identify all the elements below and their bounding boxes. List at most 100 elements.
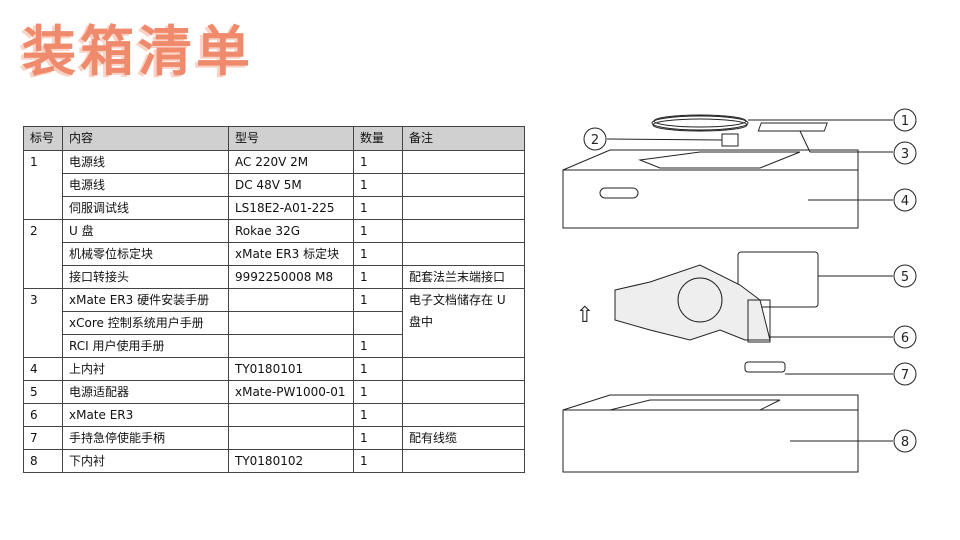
cell-qty: 1 xyxy=(353,449,403,473)
table-row: RCI 用户使用手册 1 xyxy=(24,334,525,358)
cell-model: xMate ER3 标定块 xyxy=(228,242,354,266)
table-header-row: 标号 内容 型号 数量 备注 xyxy=(23,126,525,151)
cell-qty: 1 xyxy=(353,288,403,312)
header-content: 内容 xyxy=(62,126,229,151)
cell-no: 8 xyxy=(23,449,63,473)
cell-qty: 1 xyxy=(353,426,403,450)
manual-sheet xyxy=(757,122,828,132)
cell-note xyxy=(402,242,525,266)
cell-qty: 1 xyxy=(353,334,403,358)
callout-3: 3 xyxy=(901,147,909,162)
cell-note: 配有线缆 xyxy=(402,426,525,450)
cell-content: 接口转接头 xyxy=(62,265,229,289)
cell-note xyxy=(402,380,525,404)
cell-content: 机械零位标定块 xyxy=(62,242,229,266)
cell-model: TY0180102 xyxy=(228,449,354,473)
callout-5: 5 xyxy=(901,270,909,285)
cell-model: Rokae 32G xyxy=(228,219,354,243)
callout-4: 4 xyxy=(901,194,909,209)
cell-model xyxy=(228,403,354,427)
cell-no: 6 xyxy=(23,403,63,427)
cell-model: AC 220V 2M xyxy=(228,150,354,174)
cell-content: 电源线 xyxy=(62,173,229,197)
callout-6: 6 xyxy=(901,331,909,346)
cell-note xyxy=(402,219,525,243)
robot-arm xyxy=(614,251,819,373)
cell-model: LS18E2-A01-225 xyxy=(228,196,354,220)
callout-7: 7 xyxy=(901,368,909,383)
cell-content: 电源适配器 xyxy=(62,380,229,404)
cell-qty: 1 xyxy=(353,357,403,381)
header-qty: 数量 xyxy=(353,126,403,151)
cell-content: 上内衬 xyxy=(62,357,229,381)
cell-content: 电源线 xyxy=(62,150,229,174)
cell-content: U 盘 xyxy=(62,219,229,243)
cell-content: xMate ER3 xyxy=(62,403,229,427)
callout-2: 2 xyxy=(591,133,599,148)
cell-no: 4 xyxy=(23,357,63,381)
cell-qty: 1 xyxy=(353,150,403,174)
cell-model xyxy=(228,288,354,312)
cell-note: 配套法兰末端接口 xyxy=(402,265,525,289)
cell-note xyxy=(402,357,525,381)
cell-no: 5 xyxy=(23,380,63,404)
callout-circles xyxy=(583,108,917,453)
cell-qty: 1 xyxy=(353,403,403,427)
cell-model xyxy=(228,426,354,450)
cell-model: TY0180101 xyxy=(228,357,354,381)
leader-lines xyxy=(606,119,893,442)
cable-coil xyxy=(651,114,749,132)
cell-content: 手持急停使能手柄 xyxy=(62,426,229,450)
upper-liner xyxy=(562,149,859,229)
cell-content: xCore 控制系统用户手册 xyxy=(62,311,229,335)
cell-qty: 1 xyxy=(353,265,403,289)
cell-content: xMate ER3 硬件安装手册 xyxy=(62,288,229,312)
cell-no: 2 xyxy=(23,219,63,289)
packing-diagram: 1 2 3 4 5 6 7 8 ⇧ xyxy=(562,108,917,473)
cell-qty: 1 xyxy=(353,196,403,220)
header-note: 备注 xyxy=(402,126,525,151)
cell-qty: 1 xyxy=(353,380,403,404)
cell-qty: 1 xyxy=(353,219,403,243)
cell-qty: 1 xyxy=(353,242,403,266)
callout-8: 8 xyxy=(901,435,909,450)
cell-note xyxy=(402,449,525,473)
cell-note xyxy=(402,150,525,174)
cell-note: 电子文档储存在 U 盘中 xyxy=(402,288,525,358)
page-title: 装箱清单 xyxy=(22,19,254,83)
cell-note xyxy=(402,173,525,197)
lower-liner xyxy=(562,394,859,473)
cell-model xyxy=(228,311,354,335)
cell-content: 下内衬 xyxy=(62,449,229,473)
cell-note xyxy=(402,196,525,220)
cell-model: xMate-PW1000-01 xyxy=(228,380,354,404)
cell-qty: 1 xyxy=(353,173,403,197)
cell-model xyxy=(228,334,354,358)
cell-content: 伺服调试线 xyxy=(62,196,229,220)
usb-block xyxy=(721,133,739,147)
callout-1: 1 xyxy=(901,114,909,129)
up-arrow-icon: ⇧ xyxy=(576,303,594,328)
cell-qty xyxy=(353,311,403,335)
header-model: 型号 xyxy=(228,126,354,151)
cell-content: RCI 用户使用手册 xyxy=(62,334,229,358)
cell-model: 9992250008 M8 xyxy=(228,265,354,289)
cell-no: 7 xyxy=(23,426,63,450)
cell-no: 3 xyxy=(23,288,63,358)
cell-no: 1 xyxy=(23,150,63,220)
header-no: 标号 xyxy=(23,126,63,151)
cell-note xyxy=(402,403,525,427)
